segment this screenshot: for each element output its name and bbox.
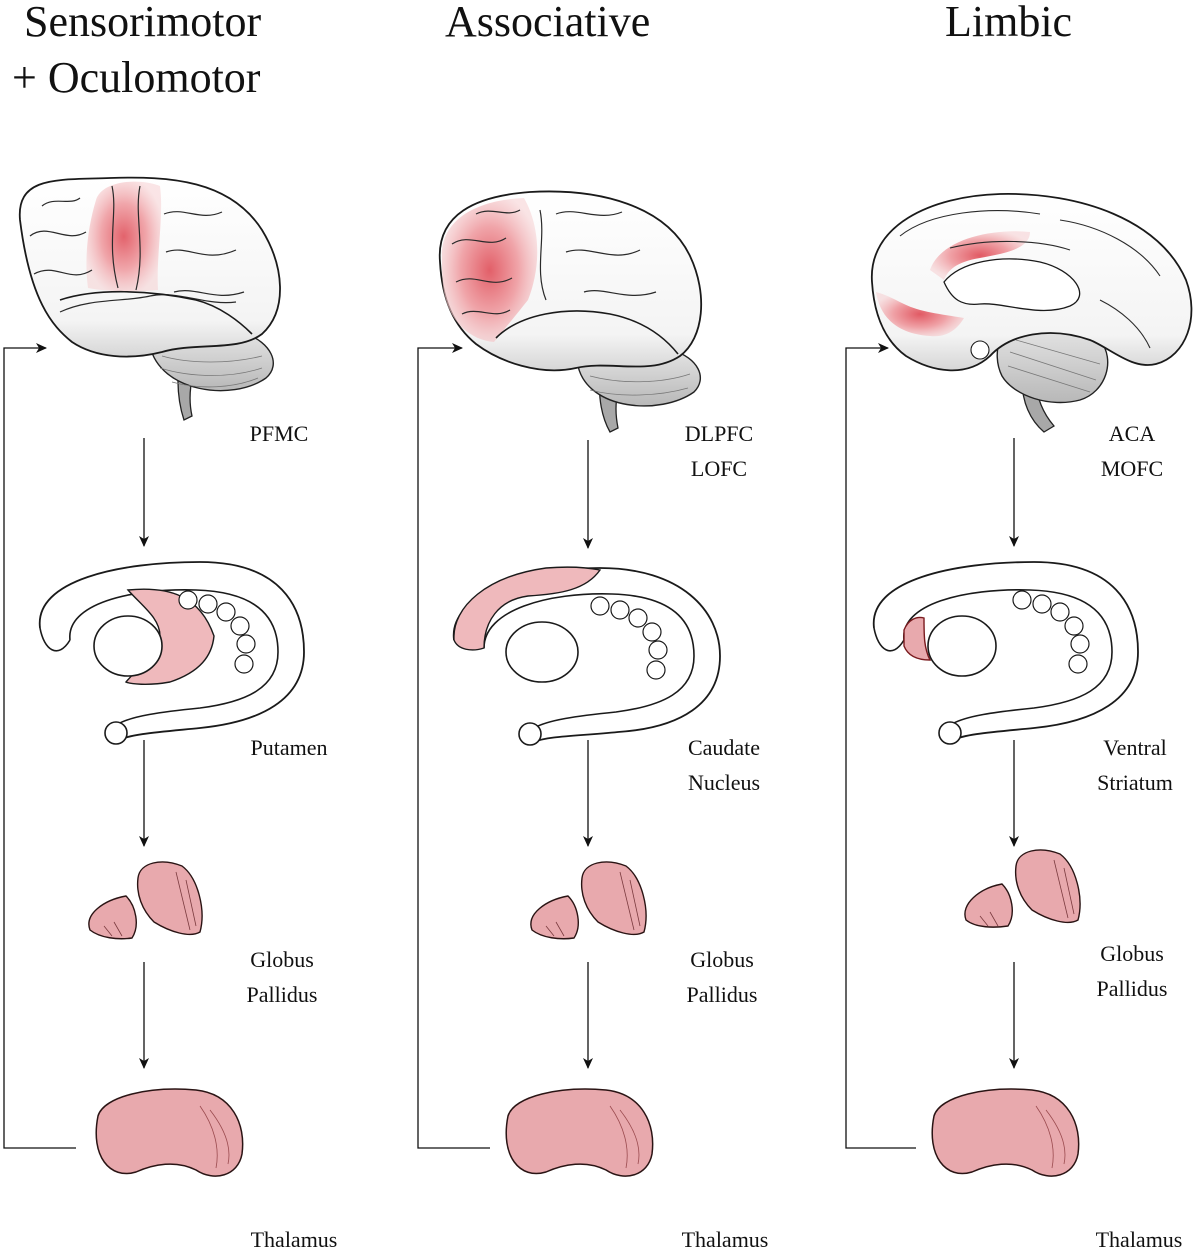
label-line: Pallidus	[1096, 976, 1168, 1001]
label-line: Nucleus	[687, 770, 761, 795]
brain-medial-illustration	[871, 193, 1193, 433]
thalamus-label: Thalamus	[229, 1222, 359, 1257]
flow-arrows	[417, 343, 593, 1149]
label-line: Putamen	[250, 735, 328, 760]
heading-associative: Associative	[445, 0, 650, 50]
label-line: Thalamus	[681, 1227, 769, 1252]
column-limbic	[845, 193, 1193, 1177]
heading-line: Sensorimotor	[24, 0, 262, 46]
label-line: ACA	[1108, 421, 1156, 446]
striatum-illustration	[39, 561, 305, 745]
label-line: Globus	[250, 947, 314, 972]
thalamus-illustration	[505, 1088, 654, 1177]
label-line: DLPFC	[684, 421, 754, 446]
striatum-label-caudate: Caudate Nucleus	[664, 730, 784, 800]
cortex-label-aca-mofc: ACA MOFC	[1082, 416, 1182, 486]
heading-limbic: Limbic	[945, 0, 1072, 50]
heading-line: + Oculomotor	[12, 53, 261, 102]
heading-sensorimotor: Sensorimotor	[24, 0, 261, 50]
label-line: MOFC	[1100, 456, 1164, 481]
label-line: Globus	[690, 947, 754, 972]
label-line: Globus	[1100, 941, 1164, 966]
heading-line: Limbic	[945, 0, 1073, 46]
pallidus-label: Globus Pallidus	[1082, 936, 1182, 1006]
label-line: Striatum	[1097, 770, 1173, 795]
globus-pallidus-illustration	[964, 849, 1081, 928]
thalamus-label: Thalamus	[660, 1222, 790, 1257]
label-line: Pallidus	[246, 982, 318, 1007]
label-line: Ventral	[1103, 735, 1167, 760]
pallidus-label: Globus Pallidus	[232, 942, 332, 1012]
thalamus-label: Thalamus	[1078, 1222, 1200, 1257]
globus-pallidus-illustration	[88, 861, 203, 940]
flow-arrows	[3, 343, 149, 1149]
label-line: Thalamus	[250, 1227, 338, 1252]
globus-pallidus-illustration	[530, 861, 647, 940]
thalamus-illustration	[95, 1088, 244, 1177]
flow-arrows	[845, 343, 1019, 1149]
label-line: Caudate	[687, 735, 761, 760]
thalamus-illustration	[931, 1088, 1080, 1177]
column-associative	[417, 190, 721, 1177]
striatum-illustration	[873, 561, 1139, 745]
column-sensorimotor	[3, 176, 305, 1177]
label-line: PFMC	[249, 421, 309, 446]
brain-lateral-illustration	[19, 176, 281, 421]
heading-line: Associative	[445, 0, 651, 46]
label-line: LOFC	[690, 456, 748, 481]
heading-oculomotor: + Oculomotor	[12, 50, 260, 106]
cortex-label-pfmc: PFMC	[229, 416, 329, 451]
cortex-label-dlpfc-lofc: DLPFC LOFC	[669, 416, 769, 486]
striatum-label-putamen: Putamen	[229, 730, 349, 765]
striatum-label-ventral: Ventral Striatum	[1080, 730, 1190, 800]
label-line: Pallidus	[686, 982, 758, 1007]
label-line: Thalamus	[1095, 1227, 1183, 1252]
pallidus-label: Globus Pallidus	[672, 942, 772, 1012]
brain-lateral-illustration	[438, 190, 702, 433]
striatum-illustration	[453, 566, 721, 746]
